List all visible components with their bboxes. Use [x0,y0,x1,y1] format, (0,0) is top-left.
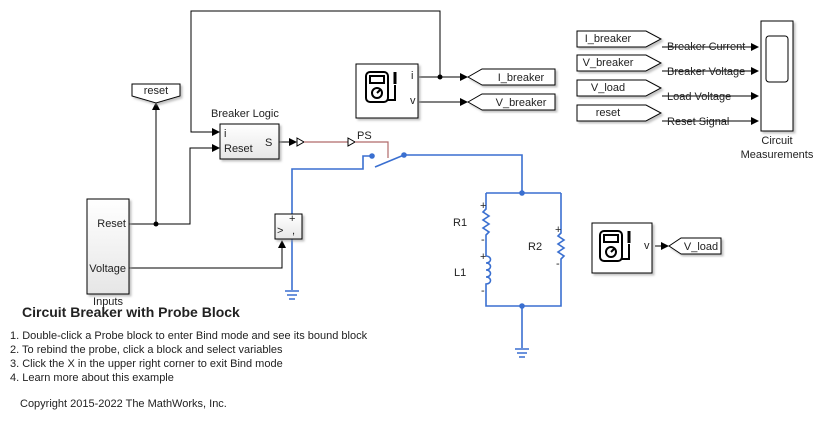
from-reset[interactable]: reset [576,104,663,122]
reset-goto-block[interactable]: reset [131,83,181,104]
switch-symbol: > [277,225,283,237]
physical-lines [291,154,566,348]
scope-label-line2: Measurements [741,149,814,161]
svg-text:i: i [411,70,413,82]
junction-dot [519,190,525,196]
r1-label: R1 [453,217,467,229]
signal-line-reset [128,144,220,225]
signal-label-breaker-current: Breaker Current [667,41,745,53]
signal-label-load-voltage: Load Voltage [667,91,731,103]
svg-text:V_breaker: V_breaker [496,97,547,109]
svg-text:i: i [224,128,226,140]
instructions-list: 1. Double-click a Probe block to enter B… [10,329,367,385]
inductor-l1-symbol [485,255,492,296]
probe-breaker-block[interactable]: i v [355,63,419,119]
svg-text:Voltage: Voltage [89,263,126,275]
junction-dot [153,221,159,227]
instruction-step-3: 3. Click the X in the upper right corner… [10,358,283,370]
breaker-logic-label: Breaker Logic [211,108,279,120]
instruction-step-2: 2. To rebind the probe, click a block an… [10,344,283,356]
polarity-marks: + - + - + - [480,200,561,297]
inputs-block[interactable]: Reset Voltage [86,198,130,295]
model-title: Circuit Breaker with Probe Block [22,304,240,320]
goto-v-breaker[interactable]: V_breaker [466,93,556,111]
svg-text:,: , [292,225,295,237]
svg-text:-: - [481,234,485,246]
svg-text:I_breaker: I_breaker [498,72,545,84]
signal-line-voltage [128,240,286,269]
svg-text:-: - [481,285,485,297]
breaker-logic-block[interactable]: i Reset S [219,123,280,160]
ground-icon [285,290,299,300]
junction-dot [437,74,443,80]
signal-label-breaker-voltage: Breaker Voltage [667,66,745,78]
from-i-breaker[interactable]: I_breaker [576,30,663,48]
inputs-label: Inputs [93,296,123,308]
signal-label-reset-signal: Reset Signal [667,116,729,128]
svg-text:+: + [480,251,486,263]
scope-block[interactable] [760,20,794,132]
goto-i-breaker[interactable]: I_breaker [466,68,556,86]
resistor-r1-symbol [481,205,491,248]
svg-text:Reset: Reset [224,143,253,155]
multimeter-icon [365,71,397,103]
from-v-breaker[interactable]: V_breaker [576,54,663,72]
svg-text:V_load: V_load [591,82,625,94]
svg-text:reset: reset [596,107,620,119]
l1-label: L1 [454,267,466,279]
goto-v-load[interactable]: V_load [668,237,722,255]
ps-label: PS [357,130,372,142]
scope-icon [765,35,789,83]
svg-text:v: v [410,95,416,107]
ps-converter[interactable]: PS [296,130,389,158]
svg-text:Reset: Reset [97,218,126,230]
svg-text:reset: reset [144,85,168,97]
signal-lines [128,10,759,269]
svg-text:v: v [644,240,650,252]
signal-line-i-feedback [190,10,441,136]
svg-text:+: + [289,213,295,225]
multimeter-icon [599,230,631,262]
svg-text:V_breaker: V_breaker [583,57,634,69]
svg-text:S: S [265,137,272,149]
resistor-r2-symbol [556,229,566,270]
from-v-load[interactable]: V_load [576,79,663,97]
junction-dot [519,303,525,309]
svg-text:I_breaker: I_breaker [585,33,632,45]
instruction-step-1: 1. Double-click a Probe block to enter B… [10,330,368,342]
svg-text:+: + [480,200,486,212]
learn-more-link[interactable]: 4. Learn more about this example [10,372,174,384]
ground-icon [515,348,529,358]
svg-text:+: + [555,224,561,236]
svg-text:-: - [556,258,560,270]
copyright: Copyright 2015-2022 The MathWorks, Inc. [20,398,227,410]
r2-label: R2 [528,241,542,253]
scope-label-line1: Circuit [761,135,792,147]
probe-load-block[interactable]: v [591,222,653,274]
svg-text:V_load: V_load [684,241,718,253]
switch-block[interactable]: > + , [274,213,303,240]
